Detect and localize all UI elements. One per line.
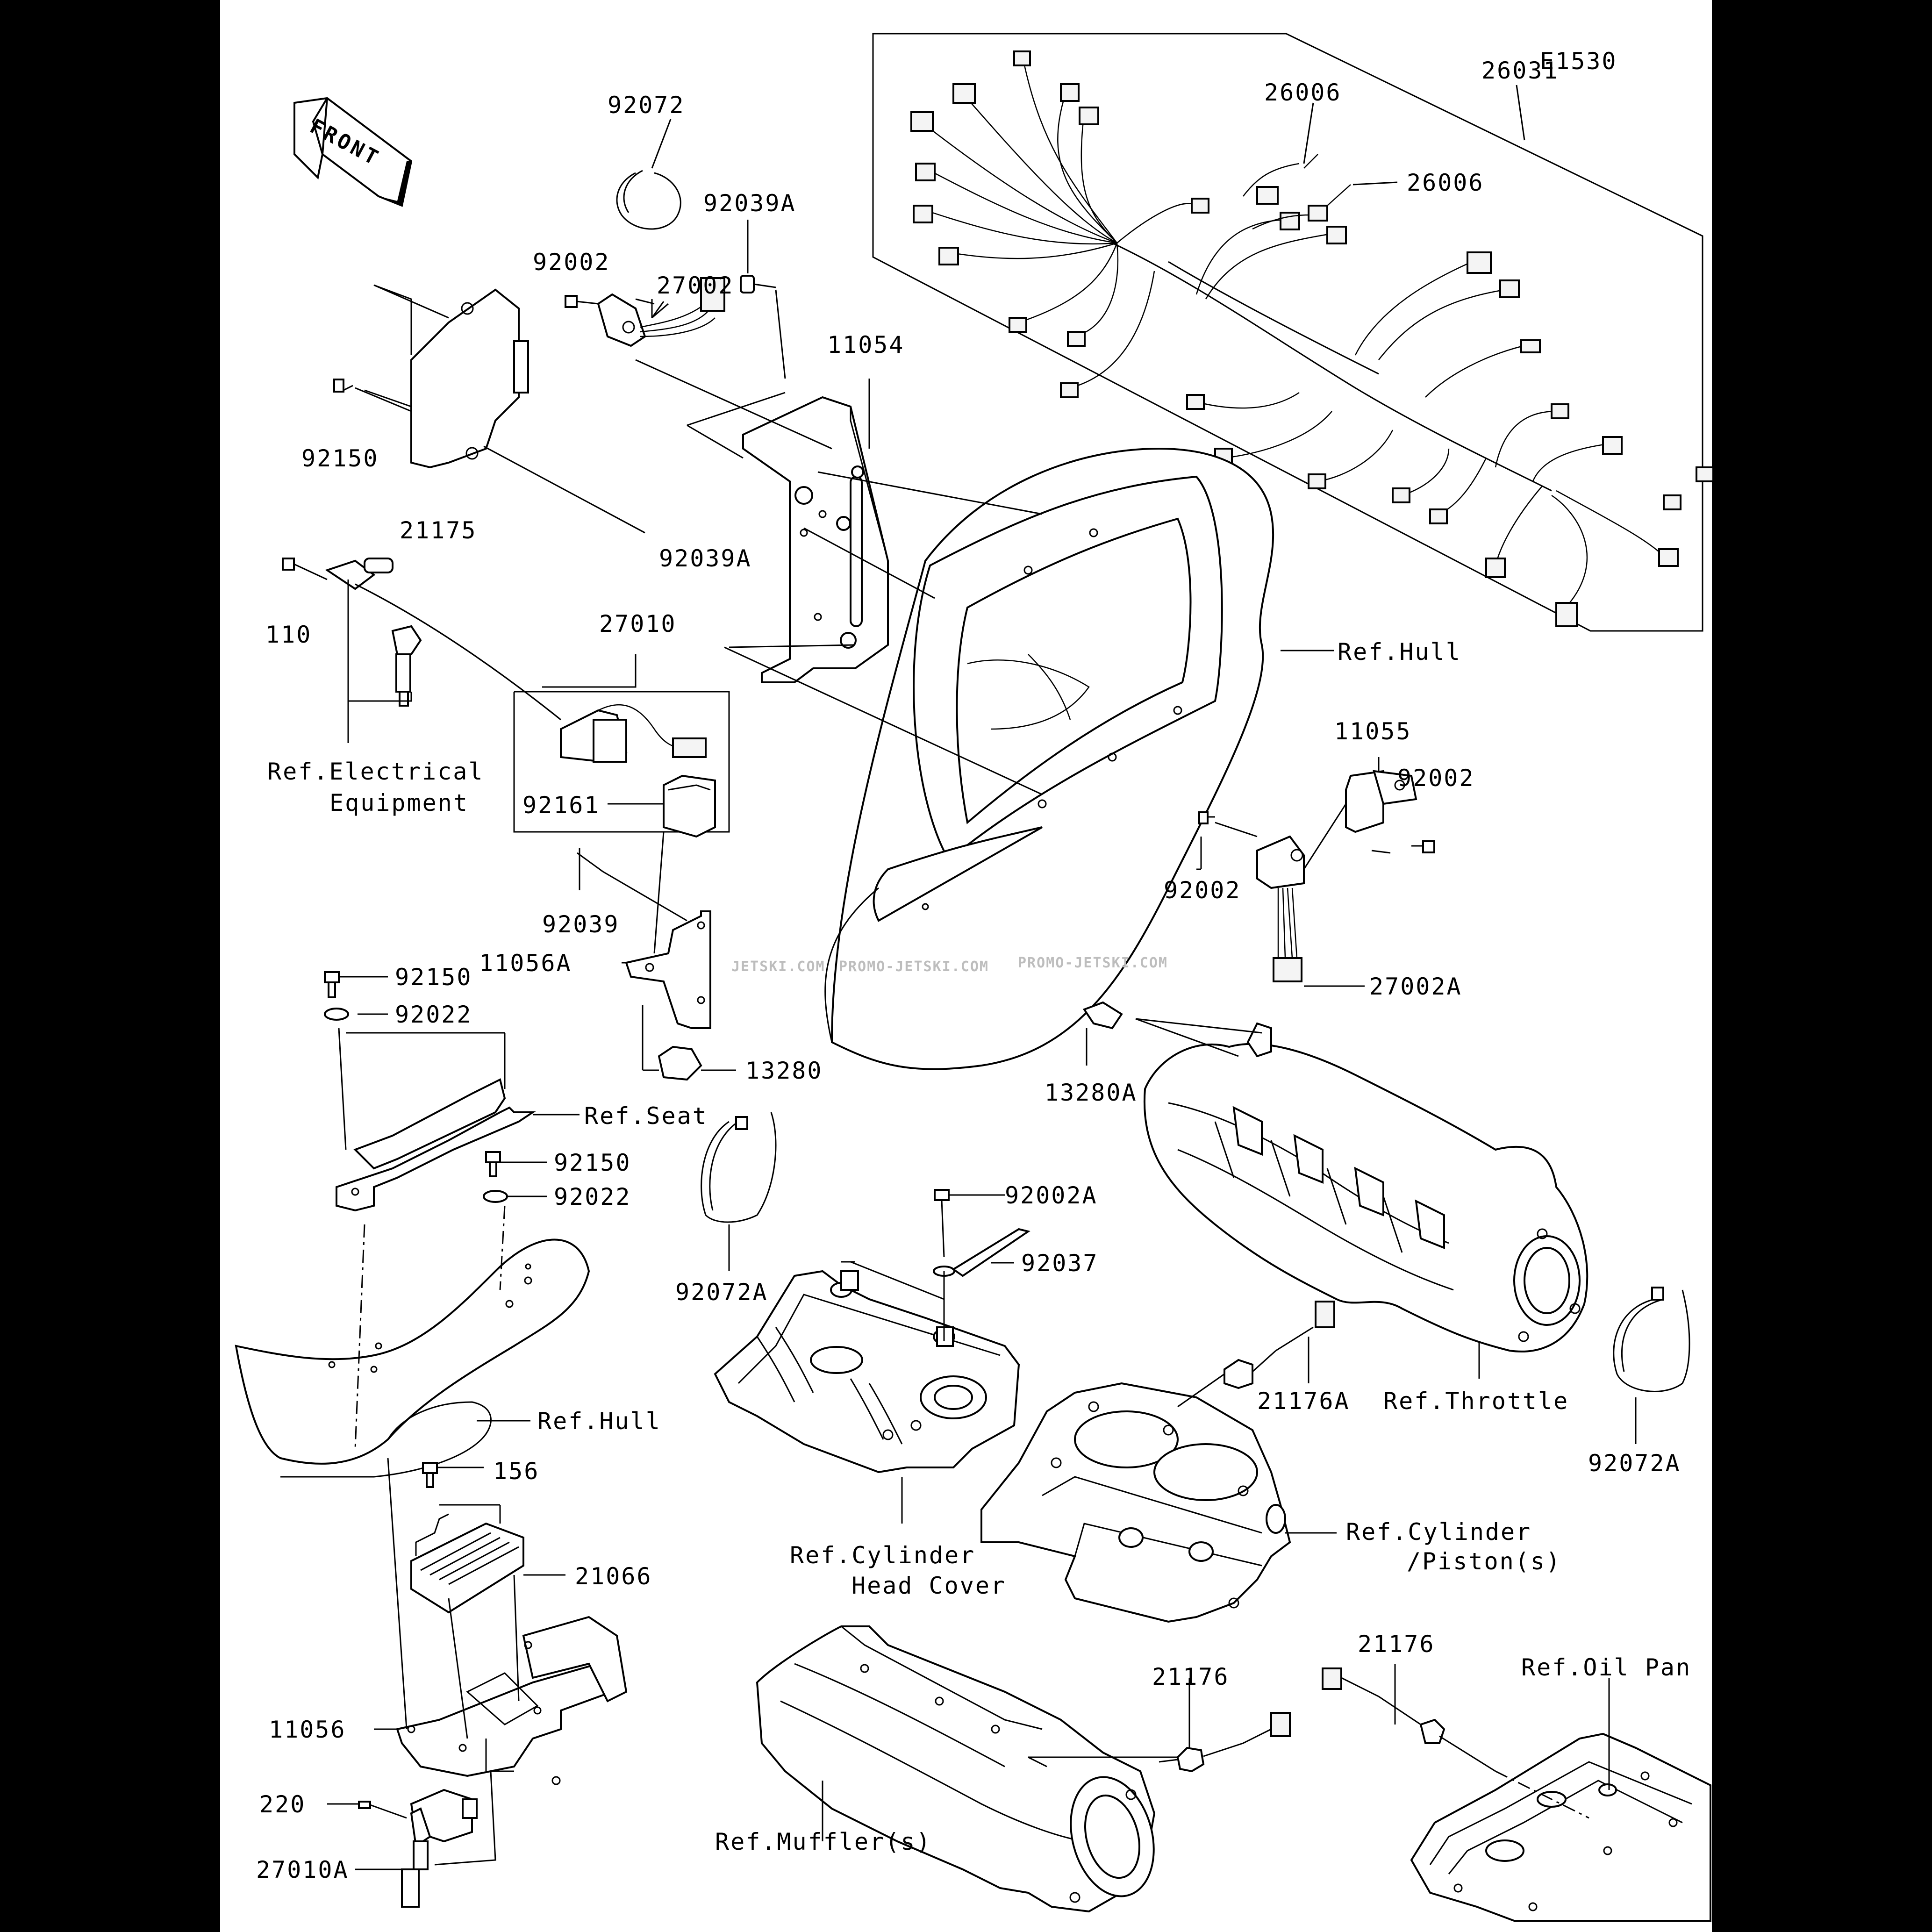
label-27010: 27010 bbox=[599, 610, 677, 637]
bracket-11054 bbox=[687, 379, 1043, 795]
label-92161: 92161 bbox=[522, 792, 600, 819]
label-110: 110 bbox=[265, 621, 312, 648]
harness-sleeve bbox=[1168, 261, 1379, 375]
label-92002-right: 92002 bbox=[1397, 765, 1475, 792]
label-21176-left: 21176 bbox=[1152, 1663, 1230, 1690]
relay-27010 bbox=[513, 654, 730, 838]
label-13280A: 13280A bbox=[1045, 1079, 1138, 1106]
regulator-21066 bbox=[374, 1458, 628, 1785]
diagram-code: E1530 bbox=[1540, 48, 1617, 75]
ref-electrical-line1: Ref.Electrical bbox=[267, 758, 484, 785]
sensor-21176-left bbox=[1028, 1678, 1291, 1773]
seat-bracket bbox=[324, 971, 580, 1212]
sub-harness-26006 bbox=[1243, 154, 1351, 230]
label-21176A: 21176A bbox=[1257, 1388, 1350, 1415]
harness-branches bbox=[920, 60, 1664, 608]
label-92039A-top: 92039A bbox=[703, 190, 796, 217]
label-21066: 21066 bbox=[575, 1563, 652, 1590]
bolt-92039A-top bbox=[740, 220, 786, 379]
ref-oil-pan: Ref.Oil Pan bbox=[1521, 1654, 1691, 1681]
label-92002-top: 92002 bbox=[533, 249, 610, 276]
label-220: 220 bbox=[259, 1791, 306, 1818]
leader-26006b bbox=[1352, 181, 1398, 186]
label-27002: 27002 bbox=[657, 272, 734, 299]
tie-band-92072 bbox=[616, 119, 681, 230]
harness-trunk bbox=[1112, 242, 1552, 492]
label-11056A: 11056A bbox=[479, 950, 572, 977]
ref-cyl-head-line2: Head Cover bbox=[852, 1572, 1006, 1599]
relay-27010A bbox=[327, 1739, 514, 1908]
label-92150-low: 92150 bbox=[554, 1149, 631, 1176]
tie-band-92072A-right bbox=[1613, 1287, 1690, 1444]
front-arrow bbox=[293, 97, 413, 207]
sensor-27002 bbox=[565, 277, 832, 450]
part-number-labels: 26031 26006 26006 92072 92039A 92002 270… bbox=[256, 57, 1681, 1883]
bracket-11056A bbox=[577, 831, 736, 1081]
label-92022-low: 92022 bbox=[554, 1183, 631, 1210]
label-11056: 11056 bbox=[269, 1716, 346, 1743]
label-26006-b: 26006 bbox=[1407, 169, 1484, 196]
label-92039: 92039 bbox=[542, 911, 620, 938]
label-11055: 11055 bbox=[1334, 718, 1412, 745]
ref-cylinder-line1: Ref.Cylinder bbox=[1346, 1518, 1531, 1546]
harness-connectors bbox=[910, 50, 1714, 627]
watermark: JETSKI.COM PROMO-JETSKI.COM PROMO-JETSKI… bbox=[731, 955, 1168, 975]
ref-seat: Ref.Seat bbox=[584, 1102, 708, 1130]
sensor-27002A bbox=[1196, 757, 1435, 987]
label-27010A: 27010A bbox=[256, 1856, 349, 1883]
leader-26031 bbox=[1516, 85, 1525, 141]
reference-labels: Ref.Hull Ref.Electrical Equipment Ref.Se… bbox=[267, 638, 1691, 1855]
ecu-21175 bbox=[333, 284, 645, 534]
watermark-2: PROMO-JETSKI.COM bbox=[839, 959, 989, 975]
label-21176-right: 21176 bbox=[1358, 1631, 1435, 1658]
muffler bbox=[756, 1625, 1156, 1913]
label-27002A: 27002A bbox=[1369, 973, 1462, 1000]
label-92072A-left: 92072A bbox=[675, 1279, 768, 1306]
hull-lower bbox=[235, 1205, 590, 1478]
ref-cylinder-line2: /Piston(s) bbox=[1407, 1548, 1561, 1575]
label-92002A: 92002A bbox=[1005, 1182, 1098, 1209]
label-13280: 13280 bbox=[745, 1057, 823, 1084]
ref-muffler: Ref.Muffler(s) bbox=[715, 1828, 931, 1855]
label-92150-top: 92150 bbox=[301, 445, 379, 472]
ref-hull-low: Ref.Hull bbox=[537, 1408, 661, 1435]
label-156: 156 bbox=[493, 1458, 539, 1485]
oil-pan bbox=[1410, 1678, 1711, 1922]
tie-band-92072A-left bbox=[701, 1112, 777, 1271]
sensor-21176-right bbox=[1322, 1664, 1496, 1772]
label-26006-a: 26006 bbox=[1264, 79, 1342, 106]
label-26031: 26031 bbox=[1481, 57, 1559, 84]
ref-throttle: Ref.Throttle bbox=[1383, 1388, 1569, 1415]
label-11054: 11054 bbox=[827, 331, 905, 358]
electrical-cable bbox=[282, 558, 561, 743]
sensor-21176A bbox=[1177, 1301, 1335, 1408]
label-92072A-right: 92072A bbox=[1588, 1450, 1681, 1477]
ref-cyl-head-line1: Ref.Cylinder bbox=[790, 1542, 975, 1569]
hull-upper bbox=[824, 447, 1334, 1070]
cylinder-block bbox=[980, 1382, 1337, 1623]
label-92022-mid: 92022 bbox=[395, 1001, 472, 1028]
label-92037: 92037 bbox=[1021, 1250, 1099, 1277]
label-92002-mid: 92002 bbox=[1164, 877, 1241, 904]
leader-26006a bbox=[1303, 102, 1314, 164]
watermark-1: JETSKI.COM bbox=[731, 959, 825, 975]
label-21175: 21175 bbox=[400, 517, 477, 544]
ref-hull-top: Ref.Hull bbox=[1338, 638, 1461, 665]
harness-outline-box bbox=[872, 33, 1703, 632]
throttle-body bbox=[1082, 1001, 1589, 1379]
label-92039A-mid: 92039A bbox=[659, 545, 752, 572]
label-92072: 92072 bbox=[608, 92, 685, 119]
label-92150-mid: 92150 bbox=[395, 964, 472, 991]
wiring-harness-group bbox=[872, 33, 1714, 632]
watermark-3: PROMO-JETSKI.COM bbox=[1018, 955, 1168, 971]
bolt-92002A bbox=[933, 1189, 1030, 1341]
ref-electrical-line2: Equipment bbox=[329, 789, 469, 816]
